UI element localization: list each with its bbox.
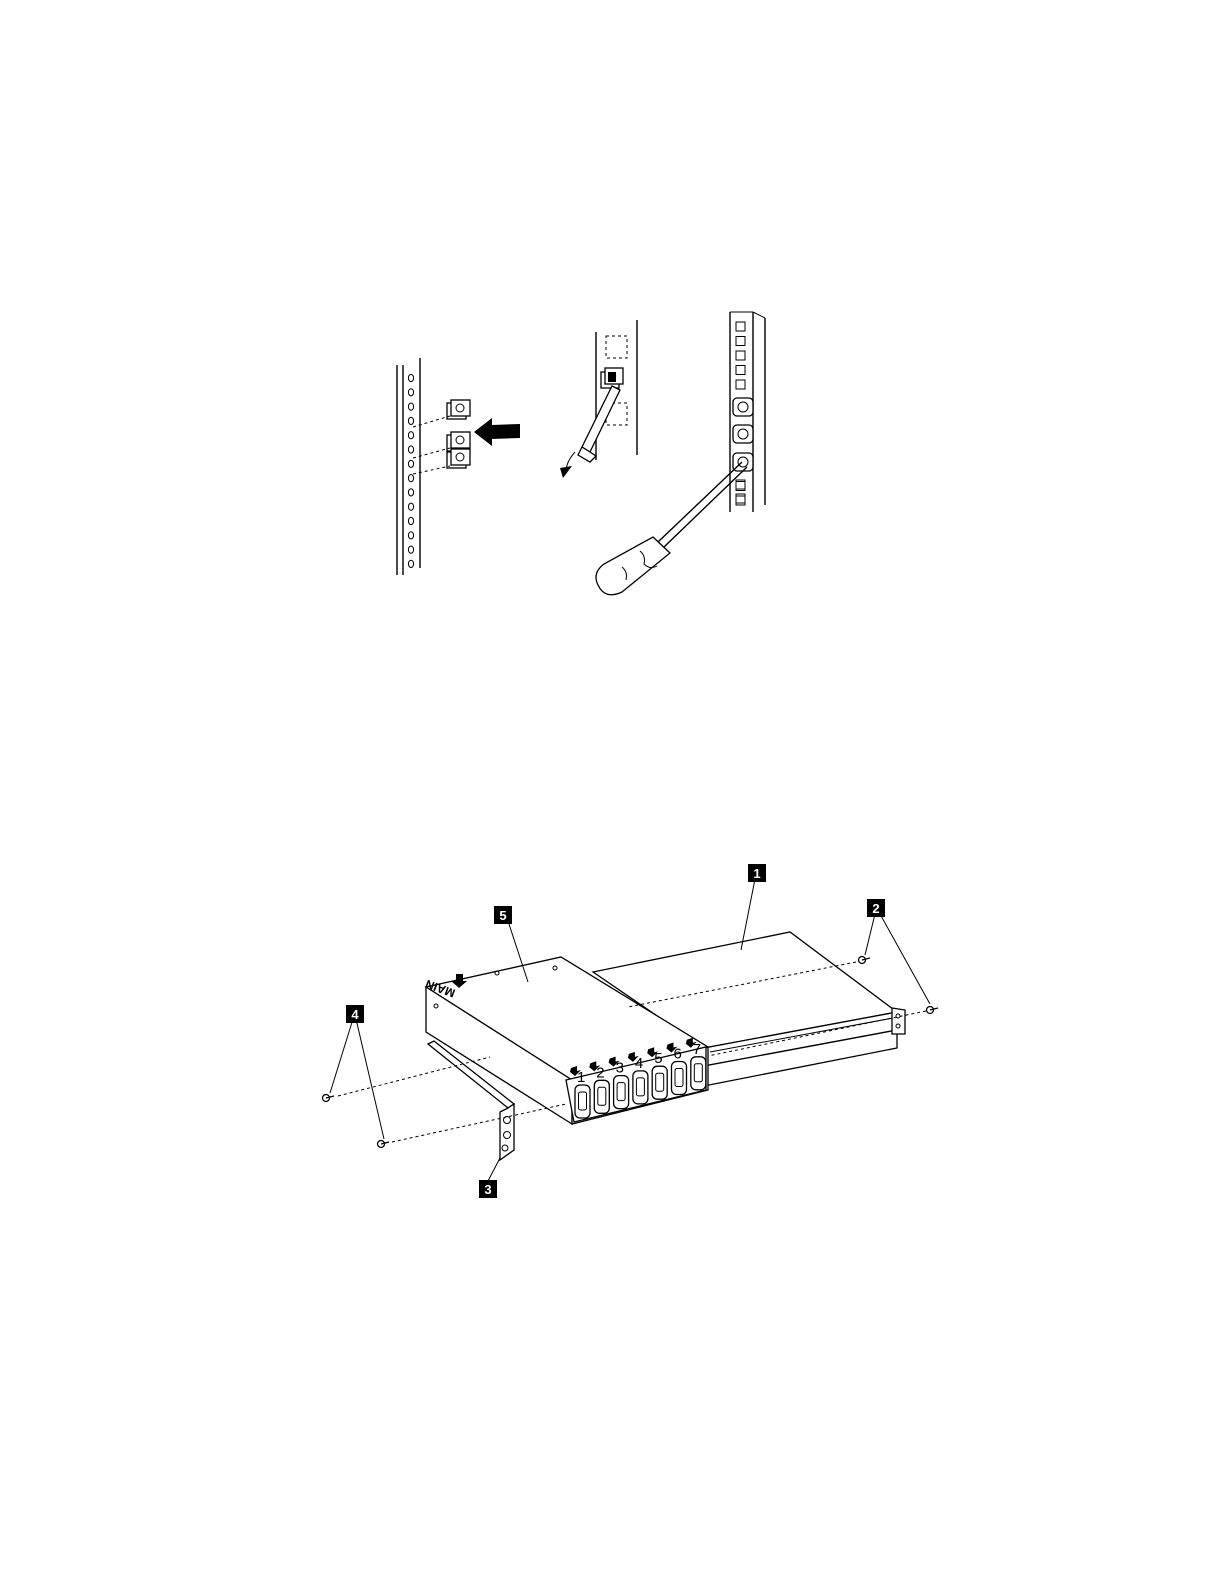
- screw-icon: [378, 1141, 390, 1148]
- cage-nut-tool-icon: [582, 386, 620, 452]
- svg-text:4: 4: [351, 1007, 359, 1022]
- rail-square-hole: [736, 380, 745, 389]
- outlet-socket: [614, 1076, 629, 1109]
- rotate-arrow-icon: [560, 466, 572, 478]
- screw-icon: [323, 1095, 335, 1102]
- screw-icon: [927, 1007, 939, 1014]
- rail-hole: [408, 475, 413, 482]
- outlet-socket: [652, 1066, 667, 1099]
- outlet-socket: [594, 1080, 609, 1113]
- rail-square-hole: [736, 322, 745, 331]
- rail-hole: [408, 503, 413, 510]
- rack-rail-round-holes: [397, 358, 420, 575]
- rail-hole: [408, 374, 413, 381]
- callout-2: 2: [867, 899, 885, 917]
- rail-square-hole: [736, 496, 745, 505]
- callout-5: 5: [494, 906, 512, 924]
- svg-text:3: 3: [484, 1182, 491, 1197]
- rail-hole: [408, 403, 413, 410]
- cage-nut-icon: [447, 449, 470, 468]
- svg-text:1: 1: [753, 866, 760, 881]
- rail-hole: [408, 432, 413, 439]
- rail-hole: [408, 460, 413, 467]
- svg-text:2: 2: [872, 901, 879, 916]
- rail-hole: [408, 417, 413, 424]
- rail-hole: [408, 560, 413, 567]
- top-figure: [397, 312, 765, 595]
- callout-4: 4: [346, 1005, 364, 1023]
- rail-hole: [408, 389, 413, 396]
- screw-icon: [859, 957, 871, 964]
- rail-hole: [408, 546, 413, 553]
- rail-hole: [408, 517, 413, 524]
- callout-1: 1: [748, 864, 766, 882]
- svg-text:5: 5: [499, 908, 506, 923]
- callout-3: 3: [479, 1180, 497, 1198]
- rail-hole: [408, 532, 413, 539]
- rail-square-hole: [736, 337, 745, 346]
- rail-square-hole: [736, 351, 745, 360]
- outlet-socket: [672, 1062, 687, 1095]
- outlet-socket: [691, 1057, 706, 1090]
- cage-nut-icon: [447, 432, 470, 451]
- screwdriver-icon: [596, 462, 747, 595]
- rail-square-hole: [736, 494, 745, 503]
- cage-nut-icon: [447, 400, 470, 419]
- rail-square-hole: [736, 366, 745, 375]
- outlet-socket: [575, 1085, 590, 1118]
- cage-nut-icon: [733, 398, 753, 416]
- outlet-socket: [633, 1071, 648, 1104]
- screwdriver-panel: [596, 312, 765, 595]
- insert-arrow-icon: [474, 418, 520, 446]
- cage-nut-tool-panel: [560, 320, 637, 478]
- rail-hole: [408, 446, 413, 453]
- cage-nut-icon: [733, 425, 753, 443]
- rail-hole: [408, 489, 413, 496]
- cage-nut-group: [413, 400, 520, 474]
